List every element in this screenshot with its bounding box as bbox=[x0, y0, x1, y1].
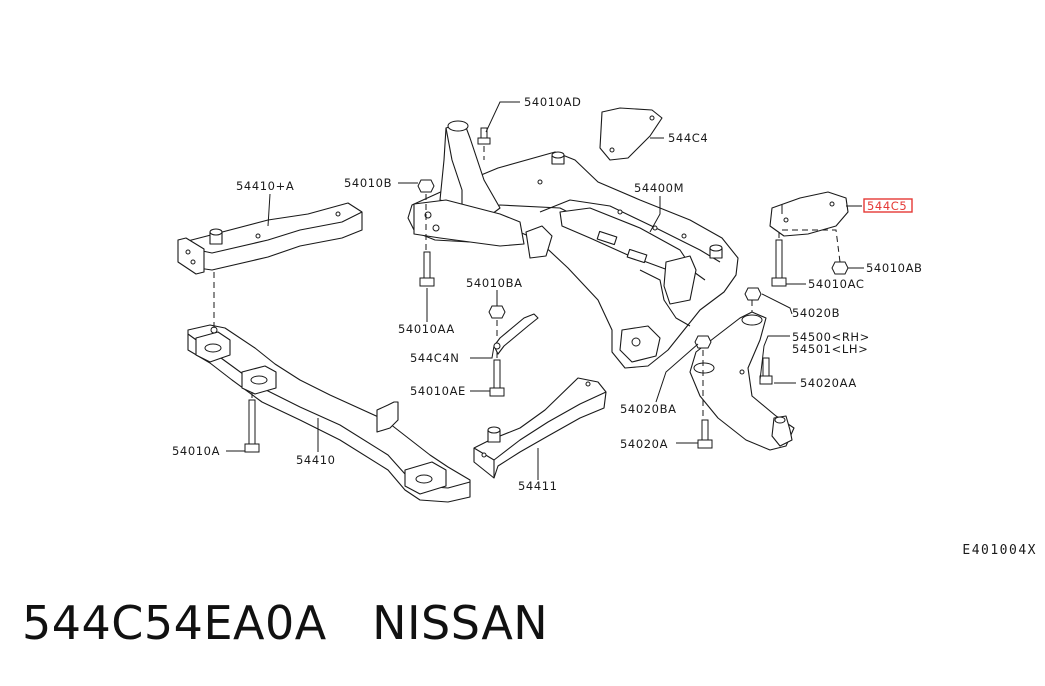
part-544C5-plate bbox=[769, 191, 849, 237]
label-54010B[interactable]: 54010B bbox=[344, 176, 392, 190]
nut-54020B bbox=[744, 287, 762, 301]
label-54400M[interactable]: 54400M bbox=[634, 181, 684, 195]
label-54010AB[interactable]: 54010AB bbox=[866, 261, 923, 275]
part-number-caption: 544C54EA0A NISSAN bbox=[22, 596, 549, 650]
bolt-54010A bbox=[244, 399, 260, 453]
part-labels: 54010AD 544C4 54010B 54400M 54410+A 544C… bbox=[172, 95, 923, 493]
bolt-54010BA bbox=[488, 305, 506, 319]
bolt-54020A bbox=[697, 419, 713, 449]
label-54010AC[interactable]: 54010AC bbox=[808, 277, 864, 291]
bolt-54010AD bbox=[477, 127, 491, 145]
label-54010AA[interactable]: 54010AA bbox=[398, 322, 455, 336]
part-544C4N-link bbox=[493, 313, 539, 355]
label-544C4N[interactable]: 544C4N bbox=[410, 351, 460, 365]
label-54010A[interactable]: 54010A bbox=[172, 444, 220, 458]
label-544C5[interactable]: 544C5 bbox=[867, 199, 907, 213]
assembly-guide-lines bbox=[213, 146, 841, 420]
nut-54010AB bbox=[831, 261, 849, 275]
label-54010BA[interactable]: 54010BA bbox=[466, 276, 523, 290]
bolt-54010AC bbox=[771, 239, 787, 287]
label-54501[interactable]: 54501<LH> bbox=[792, 342, 868, 356]
label-54411[interactable]: 54411 bbox=[518, 479, 558, 493]
label-54020B[interactable]: 54020B bbox=[792, 306, 840, 320]
label-54020A[interactable]: 54020A bbox=[620, 437, 668, 451]
label-54500[interactable]: 54500<RH> bbox=[792, 330, 870, 344]
label-54410[interactable]: 54410 bbox=[296, 453, 336, 467]
label-544C4[interactable]: 544C4 bbox=[668, 131, 708, 145]
label-54010AE[interactable]: 54010AE bbox=[410, 384, 466, 398]
label-54410A[interactable]: 54410+A bbox=[236, 179, 294, 193]
part-544C4-plate bbox=[599, 107, 663, 161]
part-54410A-bracket bbox=[177, 202, 363, 275]
diagram-code: E401004X bbox=[962, 543, 1037, 558]
part-54411-bracket bbox=[473, 377, 607, 479]
highlight-box-544C5 bbox=[863, 198, 913, 213]
label-54010AD[interactable]: 54010AD bbox=[524, 95, 582, 109]
leader-lines bbox=[226, 101, 864, 480]
part-54400M-subframe bbox=[407, 120, 739, 369]
label-54020BA[interactable]: 54020BA bbox=[620, 402, 677, 416]
nut-54020BA bbox=[694, 335, 712, 349]
part-54410-member bbox=[187, 324, 471, 503]
bolt-54010AE bbox=[489, 359, 505, 397]
label-54020AA[interactable]: 54020AA bbox=[800, 376, 857, 390]
nut-54010B bbox=[417, 179, 435, 193]
part-54500-arm bbox=[689, 311, 795, 451]
bolt-54010AA bbox=[419, 251, 435, 287]
